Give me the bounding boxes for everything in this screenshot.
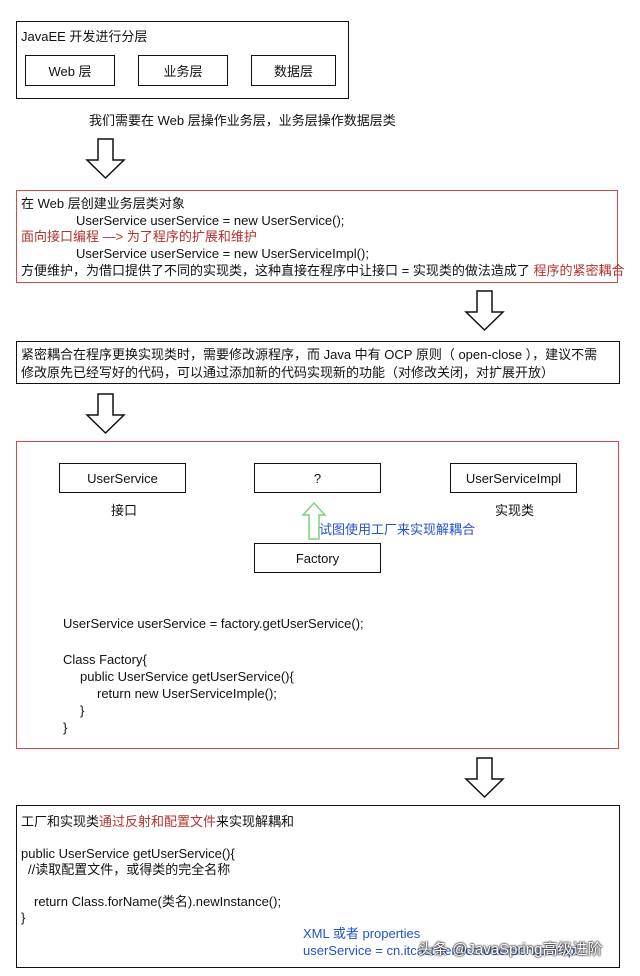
factory-code-line: Class Factory{ — [63, 652, 147, 667]
box2-line5-text: 方便维护，为借口提供了不同的实现类，这种直接在程序中让接口 = 实现类的做法造成… — [21, 263, 530, 278]
box2-line1: 在 Web 层创建业务层类对象 — [21, 196, 185, 211]
interface-programming-box — [16, 190, 618, 283]
box5-title-part3: 来实现解耦和 — [216, 814, 295, 829]
caption-layers: 我们需要在 Web 层操作业务层，业务层操作数据层类 — [89, 113, 396, 128]
tight-coupling-highlight: 程序的紧密耦合 — [533, 263, 625, 278]
factory-class-box: Factory — [254, 543, 381, 573]
box2-code2: UserService userService = new UserServic… — [76, 246, 369, 261]
reflection-code-line: public UserService getUserService(){ — [21, 846, 235, 861]
down-arrow-icon — [464, 757, 505, 799]
factory-hint: 试图使用工厂来实现解耦合 — [319, 522, 476, 537]
layering-box — [16, 21, 349, 99]
question-box: ? — [254, 463, 381, 493]
box2-line3: 面向接口编程 —> 为了程序的扩展和维护 — [21, 229, 257, 244]
watermark: 头条 @JavaSpring高级进阶 — [418, 941, 603, 958]
box5-title: 工厂和实现类通过反射和配置文件来实现解耦和 — [21, 813, 294, 830]
reflection-code-line: } — [21, 910, 26, 925]
up-arrow-icon — [301, 501, 327, 540]
userservice-interface-box: UserService — [59, 463, 186, 493]
reflection-code-line: //读取配置文件，或得类的完全名称 — [28, 862, 231, 877]
factory-code-line: UserService userService = factory.getUse… — [63, 616, 364, 631]
factory-code-line: } — [63, 720, 68, 735]
reflection-highlight: 通过反射和配置文件 — [99, 814, 217, 829]
interface-caption: 接口 — [111, 503, 138, 518]
down-arrow-icon — [464, 290, 505, 332]
impl-caption: 实现类 — [495, 503, 535, 518]
factory-code-line: return new UserServiceImple(); — [97, 686, 277, 701]
down-arrow-icon — [85, 393, 126, 435]
box2-code1: UserService userService = new UserServic… — [76, 213, 345, 228]
layer-business: 业务层 — [138, 55, 228, 86]
ocp-principle-box — [16, 341, 620, 384]
factory-code-line: } — [80, 703, 85, 718]
layer-web: Web 层 — [25, 55, 115, 86]
layer-data: 数据层 — [251, 55, 336, 86]
config-example: userService = cn.itcast.service.UserServ… — [303, 943, 578, 958]
reflection-config-box — [16, 805, 620, 968]
factory-box — [16, 441, 619, 749]
box5-title-part1: 工厂和实现类 — [21, 814, 100, 829]
config-note: XML 或者 properties — [303, 926, 421, 941]
box3-line2: 修改原先已经写好的代码，可以通过添加新的代码实现新的功能（对修改关闭，对扩展开放… — [21, 365, 555, 380]
box2-line5: 方便维护，为借口提供了不同的实现类，这种直接在程序中让接口 = 实现类的做法造成… — [21, 262, 624, 279]
userserviceimpl-box: UserServiceImpl — [450, 463, 577, 493]
layering-title: JavaEE 开发进行分层 — [21, 29, 148, 44]
factory-code-line: public UserService getUserService(){ — [80, 669, 294, 684]
down-arrow-icon — [85, 138, 126, 180]
reflection-code-line: return Class.forName(类名).newInstance(); — [34, 894, 282, 909]
box3-line1: 紧密耦合在程序更换实现类时，需要修改源程序，而 Java 中有 OCP 原则（ … — [21, 347, 598, 362]
